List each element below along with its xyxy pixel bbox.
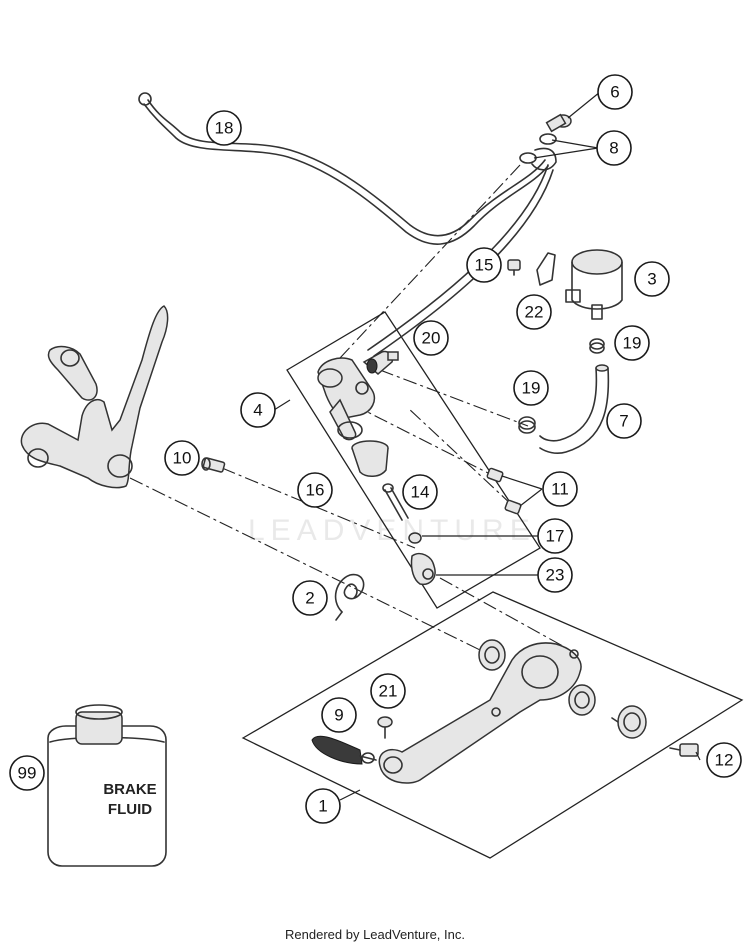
svg-text:11: 11 — [551, 480, 569, 499]
bottle-label-line1: BRAKE — [103, 781, 156, 798]
svg-text:10: 10 — [173, 449, 192, 468]
sealing-washers — [519, 133, 557, 171]
lock-nut — [408, 532, 422, 544]
dust-boot — [351, 440, 389, 477]
brake-fluid-bottle: BRAKE FLUID — [47, 704, 167, 867]
reservoir-screw — [507, 259, 521, 276]
svg-text:20: 20 — [422, 329, 441, 348]
clevis — [410, 552, 436, 586]
pump-assembly-box — [286, 311, 541, 609]
svg-text:22: 22 — [525, 303, 544, 322]
callout-4: 4 — [240, 392, 276, 428]
footrest-bracket — [20, 305, 169, 489]
callout-19-lower: 19 — [513, 370, 549, 406]
svg-text:19: 19 — [623, 334, 642, 353]
svg-text:8: 8 — [609, 139, 618, 158]
render-credit: Rendered by LeadVenture, Inc. — [285, 927, 465, 942]
svg-text:9: 9 — [334, 706, 343, 725]
svg-text:23: 23 — [546, 566, 565, 585]
pedal-bearing-left — [478, 639, 506, 671]
reservoir-hose — [539, 364, 610, 455]
callout-2: 2 — [292, 580, 328, 616]
svg-text:99: 99 — [18, 764, 37, 783]
svg-text:14: 14 — [411, 483, 430, 502]
callout-8: 8 — [596, 130, 632, 166]
callout-7: 7 — [606, 403, 642, 439]
watermark: LEADVENTURE — [248, 514, 536, 547]
brake-hose — [138, 92, 549, 245]
master-cylinder — [317, 357, 376, 441]
hose-clip-lower — [518, 416, 536, 434]
callout-99: 99 — [9, 755, 45, 791]
svg-text:1: 1 — [318, 797, 327, 816]
svg-text:2: 2 — [305, 589, 314, 608]
pedal-assembly-box — [241, 591, 744, 859]
brake-fluid-reservoir — [565, 249, 623, 320]
svg-text:15: 15 — [475, 256, 494, 275]
pedal-bolt — [669, 743, 699, 757]
svg-text:6: 6 — [610, 83, 619, 102]
callout-12: 12 — [706, 742, 742, 778]
svg-text:17: 17 — [546, 527, 565, 546]
callout-1: 1 — [305, 788, 341, 824]
callout-23: 23 — [537, 557, 573, 593]
svg-text:12: 12 — [715, 751, 734, 770]
svg-text:21: 21 — [379, 682, 398, 701]
return-spring — [334, 573, 365, 621]
svg-text:7: 7 — [619, 412, 628, 431]
svg-text:19: 19 — [522, 379, 541, 398]
svg-text:4: 4 — [253, 401, 262, 420]
banjo-bolt — [545, 113, 572, 133]
leader-lines — [273, 91, 701, 801]
callout-9: 9 — [321, 697, 357, 733]
callout-10: 10 — [164, 440, 200, 476]
svg-text:18: 18 — [215, 119, 234, 138]
callout-16: 16 — [297, 472, 333, 508]
callout-3: 3 — [634, 261, 670, 297]
pedal-tip-screw — [377, 716, 393, 739]
svg-text:3: 3 — [647, 270, 656, 289]
callout-11: 11 — [542, 471, 578, 507]
brake-pedal — [378, 642, 582, 784]
pivot-pin — [201, 457, 226, 473]
callout-21: 21 — [370, 673, 406, 709]
callout-22: 22 — [516, 294, 552, 330]
reservoir-bracket — [536, 252, 556, 286]
callout-6: 6 — [597, 74, 633, 110]
elbow-fitting — [362, 350, 399, 375]
callout-19-upper: 19 — [614, 325, 650, 361]
mounting-screws — [486, 467, 522, 515]
svg-text:16: 16 — [306, 481, 325, 500]
callout-14: 14 — [402, 474, 438, 510]
bottle-label-line2: FLUID — [108, 801, 152, 818]
callout-15: 15 — [466, 247, 502, 283]
hose-clip-upper — [589, 338, 605, 354]
callout-17: 17 — [537, 518, 573, 554]
pedal-tip — [311, 735, 377, 765]
callout-18: 18 — [206, 110, 242, 146]
pedal-bushing — [611, 705, 647, 739]
pedal-bearing-right — [568, 684, 596, 716]
callout-20: 20 — [413, 320, 449, 356]
pushrod — [382, 483, 409, 521]
